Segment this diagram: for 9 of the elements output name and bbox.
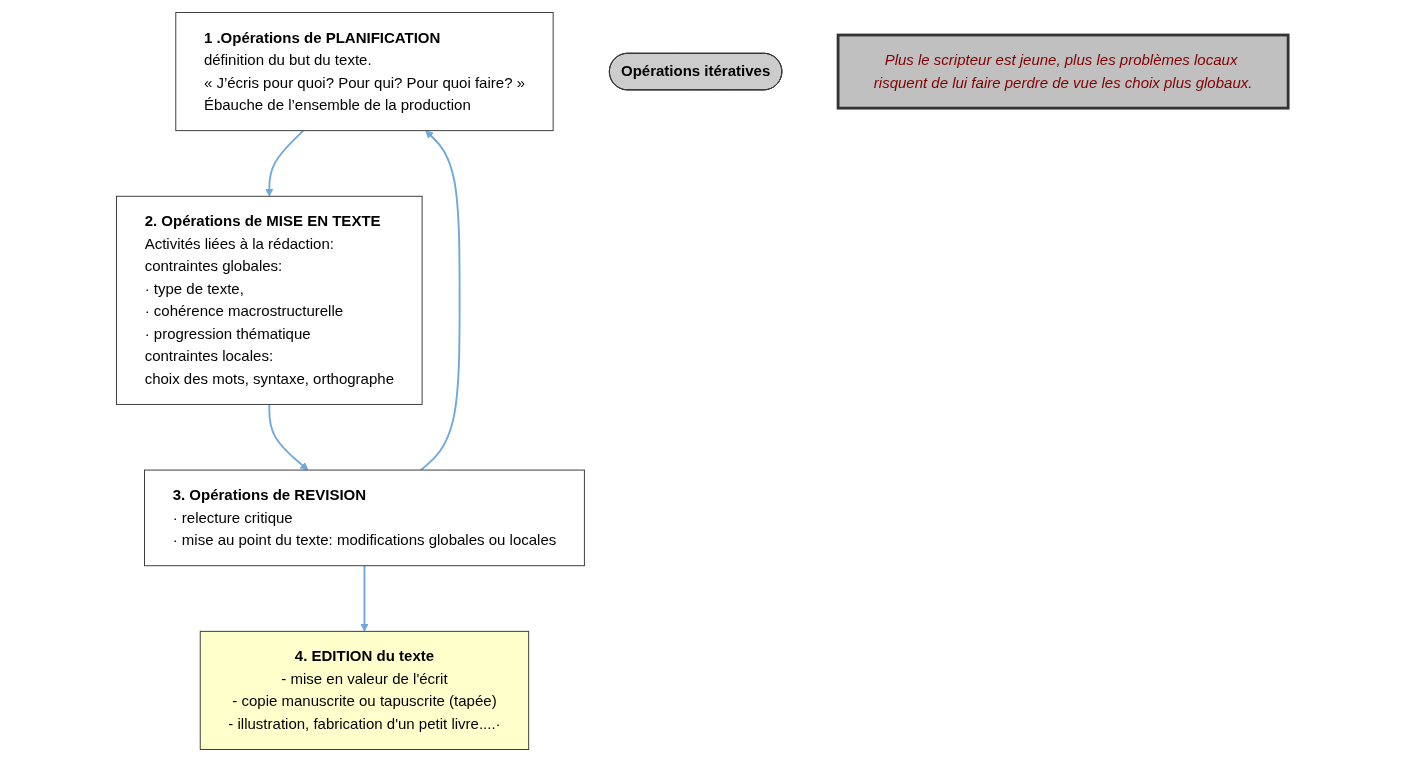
node-box: 1 .Opérations de PLANIFICATION définition du but du texte. « J’écris pour quoi? Pour qui? Pour quoi faire? » Ébauche de l’ensemble de la production — [175, 12, 554, 132]
node-box: 3. Opérations de REVISION · relecture critique · mise au point du texte: modifications globales ou locales — [144, 469, 586, 567]
arrow — [360, 564, 369, 632]
node-box: 4. EDITION du texte - mise en valeur de l'écrit - copie manuscrite ou tapuscrite (tapée) - illustration, fabrication d'un petit livre....· — [199, 630, 530, 750]
arrow — [268, 403, 309, 471]
arrow — [420, 130, 461, 471]
arrow — [265, 129, 305, 197]
node-box: 2. Opérations de MISE EN TEXTE Activités liées à la rédaction: contraintes globales: · type de texte, · cohérence macrostructurelle · progression thématique contraintes locales: choix des mots, syntaxe, orthographe — [116, 195, 423, 405]
node-box: Plus le scripteur est jeune, plus les problèmes locaux risquent de lui faire perdre de vue les choix plus globaux. — [836, 33, 1290, 110]
